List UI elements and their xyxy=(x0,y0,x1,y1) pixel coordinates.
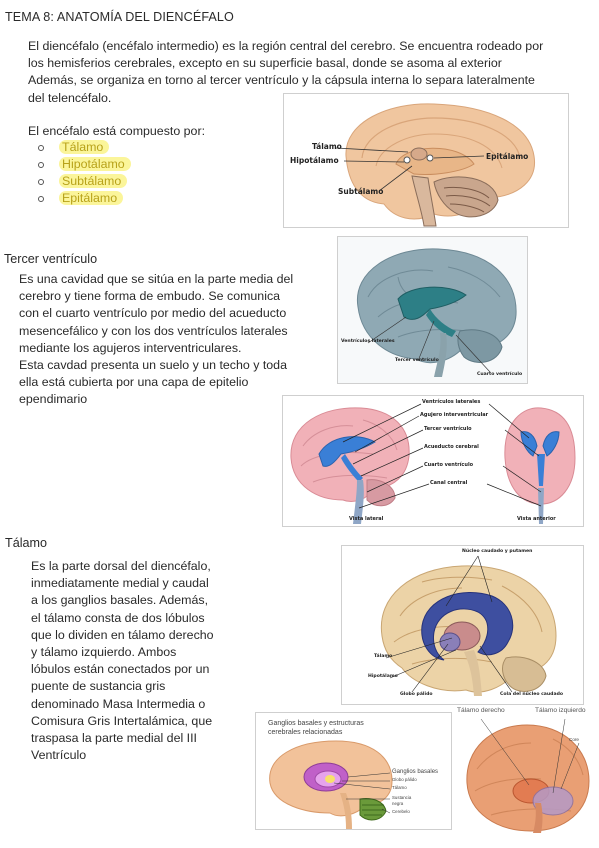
section-heading-tercer-ventriculo: Tercer ventrículo xyxy=(4,252,98,266)
label-acueducto-cerebral: Acueducto cerebral xyxy=(424,444,479,450)
text-line: puente de sustancia gris xyxy=(31,679,166,694)
item-epitalamo: Epitálamo xyxy=(59,191,124,205)
label-epitalamo: Epitálamo xyxy=(486,152,529,161)
section-heading-talamo: Tálamo xyxy=(5,536,47,550)
intro-line: El diencéfalo (encéfalo intermedio) es l… xyxy=(28,39,544,53)
text-line: denominado Masa Intermedia o xyxy=(31,696,206,711)
label-tercer-ventriculo: Tercer ventrículo xyxy=(395,358,439,363)
text-line: inmediatamente medial y caudal xyxy=(31,576,209,591)
page-title: TEMA 8: ANATOMÍA DEL DIENCÉFALO xyxy=(5,10,234,24)
label-cerebelo: Cerebelo xyxy=(392,809,410,814)
list-item: Hipotálamo xyxy=(30,156,131,173)
label-subtalamo: Subtálamo xyxy=(338,187,384,196)
item-subtalamo: Subtálamo xyxy=(59,174,128,188)
text-line: cerebro y tiene forma de embudo. Se comu… xyxy=(19,289,281,304)
intro-line: los hemisferios cerebrales, excepto en s… xyxy=(28,56,502,71)
text-line: Es una cavidad que se sitúa en la parte … xyxy=(19,272,294,286)
figure-ganglios-basales: Ganglios basales y estructuras cerebrale… xyxy=(255,712,452,830)
talamo-text: Es la parte dorsal del diencéfalo, inmed… xyxy=(31,558,261,764)
bullet-icon xyxy=(38,196,44,202)
label-cola-nucleo-caudado: Cola del núcleo caudado xyxy=(500,692,564,697)
label-hipotalamo: Hipotálamo xyxy=(368,674,398,679)
text-line: y tálamo izquierdo. Ambos xyxy=(31,645,177,660)
intro-line: Además, se organiza en torno al tercer v… xyxy=(28,73,535,88)
intro-paragraph: El diencéfalo (encéfalo intermedio) es l… xyxy=(28,38,568,107)
label-talamo: Tálamo xyxy=(374,654,393,659)
ventricles-views-illustration xyxy=(290,403,576,524)
label-nucleo-caudado-putamen: Núcleo caudado y putamen xyxy=(462,549,533,554)
basal-ganglia-illustration xyxy=(380,555,557,696)
brain-sagittal-illustration xyxy=(335,103,535,227)
label-tercer-ventriculo: Tercer ventrículo xyxy=(424,426,472,432)
text-line: ella está cubierta por una capa de epite… xyxy=(19,375,249,390)
text-line: Es la parte dorsal del diencéfalo, xyxy=(31,559,211,573)
composition-lead: El encéfalo está compuesto por: xyxy=(28,124,206,138)
talamo-3d-illustration xyxy=(466,719,590,833)
text-line: mesencefálico y con los dos ventrículos … xyxy=(19,323,288,338)
intro-line: del telencéfalo. xyxy=(28,90,112,105)
list-item: Subtálamo xyxy=(30,173,131,190)
figure-ventricular-system: Ventrículos laterales Tercer ventrículo … xyxy=(337,236,528,384)
text-line: traspasa la parte medial del III xyxy=(31,731,197,746)
figure-title-line1: Ganglios basales y estructuras xyxy=(268,720,364,727)
text-line: lóbulos están conectados por un xyxy=(31,662,210,677)
figure-talamo-3d: Tálamo derecho Tálamo izquierdo Core xyxy=(455,705,599,835)
bullet-icon xyxy=(38,179,44,185)
label-cuarto-ventriculo: Cuarto ventrículo xyxy=(424,462,474,468)
label-vista-anterior: Vista anterior xyxy=(517,516,556,522)
text-line: que lo dividen en tálamo derecho xyxy=(31,627,214,642)
label-talamo: Tálamo xyxy=(392,785,407,790)
list-item: Epitálamo xyxy=(30,190,131,207)
figure-diencephalon: Tálamo Hipotálamo Epitálamo Subtálamo xyxy=(283,93,569,228)
figure-basal-ganglia: Núcleo caudado y putamen Tálamo Hipotála… xyxy=(341,545,584,705)
label-negra: negra xyxy=(392,801,404,806)
text-line: el tálamo consta de dos lóbulos xyxy=(31,610,205,625)
label-talamo-izquierdo: Tálamo izquierdo xyxy=(535,707,586,714)
label-globo-palido: Globo pálido xyxy=(392,777,417,782)
text-line: mediante los agujeros interventriculares… xyxy=(19,340,242,355)
bullet-icon xyxy=(38,145,44,151)
label-ventriculos-laterales: Ventrículos laterales xyxy=(341,339,395,344)
tercer-ventriculo-text: Es una cavidad que se sitúa en la parte … xyxy=(19,271,319,409)
text-line: a los ganglios basales. Además, xyxy=(31,593,209,608)
label-cuarto-ventriculo: Cuarto ventrículo xyxy=(477,372,523,377)
label-vista-lateral: Vista lateral xyxy=(349,516,384,522)
text-line: con el cuarto ventrículo por medio del a… xyxy=(19,306,287,321)
label-sustancia: Sustancia xyxy=(392,795,412,800)
composition-list: Tálamo Hipotálamo Subtálamo Epitálamo xyxy=(30,139,131,207)
figure-ventricles-views: Ventrículos laterales Agujero interventr… xyxy=(282,395,584,527)
ventricles-illustration xyxy=(338,237,527,383)
text-line: ependimario xyxy=(19,392,88,407)
label-ganglios-basales: Ganglios basales xyxy=(392,769,439,775)
bullet-icon xyxy=(38,162,44,168)
label-talamo: Tálamo xyxy=(312,142,342,151)
text-line: Comisura Gris Intertalámica, que xyxy=(31,713,213,728)
label-canal-central: Canal central xyxy=(430,480,468,486)
text-line: Ventrículo xyxy=(31,748,87,763)
label-globo-palido: Globo pálido xyxy=(400,692,433,697)
label-ventriculos-laterales: Ventrículos laterales xyxy=(422,399,481,405)
label-agujero-interventricular: Agujero interventricular xyxy=(420,412,489,418)
label-core: Core xyxy=(569,737,579,742)
label-talamo-derecho: Tálamo derecho xyxy=(457,707,505,714)
ganglios-basales-illustration xyxy=(269,740,393,829)
label-hipotalamo: Hipotálamo xyxy=(290,156,339,165)
figure-title-line2: cerebrales relacionadas xyxy=(268,729,343,736)
list-item: Tálamo xyxy=(30,139,131,156)
item-talamo: Tálamo xyxy=(59,140,110,154)
item-hipotalamo: Hipotálamo xyxy=(59,157,131,171)
text-line: Esta cavdad presenta un suelo y un techo… xyxy=(19,358,287,373)
